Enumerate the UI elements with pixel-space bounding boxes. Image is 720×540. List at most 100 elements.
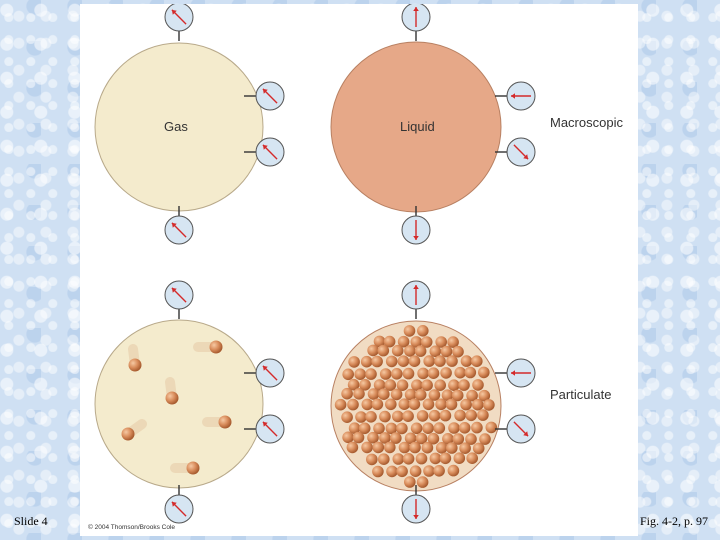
- liquid-particle: [427, 367, 440, 380]
- liquid-particle: [377, 344, 390, 357]
- liquid-particle: [391, 368, 403, 380]
- liquid-particle: [477, 409, 489, 421]
- liquid-particle: [371, 355, 383, 368]
- liquid-particle: [429, 345, 442, 358]
- liquid-particle: [385, 355, 398, 368]
- liquid-particle: [472, 398, 484, 411]
- liquid-particle: [372, 465, 384, 478]
- pressure-gauge-icon: [401, 206, 431, 245]
- liquid-particle: [433, 422, 446, 434]
- liquid-particle: [391, 344, 404, 357]
- liquid-particle: [448, 379, 460, 392]
- liquid-particle: [409, 441, 421, 454]
- liquid-particle: [434, 355, 446, 367]
- liquid-particle: [372, 441, 385, 454]
- pressure-gauge-icon: [244, 358, 285, 388]
- liquid-label: Liquid: [400, 119, 435, 134]
- slide-number: Slide 4: [14, 514, 48, 528]
- gas-particle: [202, 415, 232, 429]
- liquid-particles: [334, 325, 498, 488]
- liquid-particle: [347, 398, 359, 411]
- liquid-particle: [404, 388, 417, 401]
- liquid-particle: [409, 465, 422, 478]
- liquid-particle: [334, 398, 347, 411]
- pressure-gauge-icon: [401, 485, 431, 524]
- liquid-particle: [346, 441, 359, 454]
- liquid-particle: [379, 432, 391, 444]
- liquid-particle: [361, 398, 374, 411]
- liquid-particle: [397, 355, 410, 368]
- liquid-particle: [446, 442, 458, 454]
- liquid-particle: [359, 379, 371, 391]
- liquid-particle: [434, 379, 447, 392]
- liquid-particle: [379, 410, 391, 423]
- pressure-gauge-icon: [495, 81, 536, 111]
- pressure-gauge-icon: [164, 485, 194, 524]
- liquid-particle: [353, 388, 365, 400]
- macroscopic-label: Macroscopic: [550, 115, 623, 130]
- pressure-gauge-icon: [164, 4, 194, 41]
- liquid-particle: [439, 409, 452, 422]
- pressure-gauges: [164, 4, 536, 524]
- liquid-particle: [373, 422, 385, 435]
- liquid-particle: [459, 442, 471, 455]
- liquid-particle: [429, 452, 442, 465]
- pressure-gauge-icon: [401, 280, 431, 319]
- liquid-particle: [479, 433, 491, 445]
- gas-particle: [128, 344, 142, 372]
- liquid-particle: [452, 433, 465, 445]
- gas-label: Gas: [164, 119, 188, 134]
- liquid-particle: [417, 367, 429, 380]
- pressure-gauge-icon: [164, 206, 194, 245]
- liquid-particle: [384, 379, 397, 391]
- liquid-particle: [428, 389, 441, 401]
- liquid-particle: [433, 465, 445, 477]
- pressure-gauge-icon: [495, 414, 536, 444]
- liquid-particle: [445, 398, 458, 411]
- liquid-particle: [414, 345, 427, 357]
- liquid-particle: [341, 411, 353, 424]
- liquid-particle: [451, 389, 464, 402]
- liquid-particle: [367, 388, 380, 400]
- liquid-particle: [404, 345, 416, 357]
- liquid-particle: [396, 422, 408, 435]
- liquid-particle: [408, 355, 421, 368]
- liquid-particle: [464, 366, 477, 379]
- liquid-particle: [416, 410, 429, 422]
- liquid-particle: [379, 368, 392, 380]
- liquid-particle: [373, 335, 386, 348]
- liquid-particle: [454, 409, 466, 422]
- liquid-particle: [428, 409, 441, 422]
- liquid-particle: [422, 422, 434, 435]
- liquid-particle: [367, 344, 379, 357]
- liquid-particle: [402, 453, 415, 465]
- liquid-particle: [386, 465, 398, 478]
- liquid-particle: [453, 452, 466, 465]
- liquid-particle: [347, 378, 360, 391]
- liquid-particle: [392, 453, 405, 465]
- liquid-particle: [446, 355, 458, 367]
- liquid-particle: [435, 336, 448, 348]
- liquid-particle: [466, 452, 479, 465]
- gas-particle: [121, 419, 147, 441]
- liquid-particle: [465, 433, 477, 445]
- liquid-particle: [447, 464, 460, 477]
- liquid-particle: [471, 421, 483, 434]
- liquid-particle: [366, 453, 378, 466]
- liquid-particle: [427, 432, 440, 445]
- liquid-particle: [416, 476, 429, 488]
- gas-particle: [193, 340, 223, 354]
- liquid-particle: [378, 388, 390, 401]
- liquid-particle: [404, 432, 417, 445]
- liquid-particle: [420, 336, 433, 348]
- liquid-particle: [411, 379, 423, 392]
- liquid-particle: [402, 367, 415, 380]
- liquid-particle: [458, 379, 470, 391]
- liquid-particle: [440, 345, 453, 358]
- liquid-particle: [360, 355, 373, 368]
- figure-panel: Gas Liquid Macroscopic Particulate © 200…: [80, 4, 638, 536]
- liquid-particle: [421, 379, 433, 392]
- liquid-particle: [403, 325, 416, 337]
- liquid-particle: [348, 422, 361, 435]
- liquid-particle: [365, 368, 377, 380]
